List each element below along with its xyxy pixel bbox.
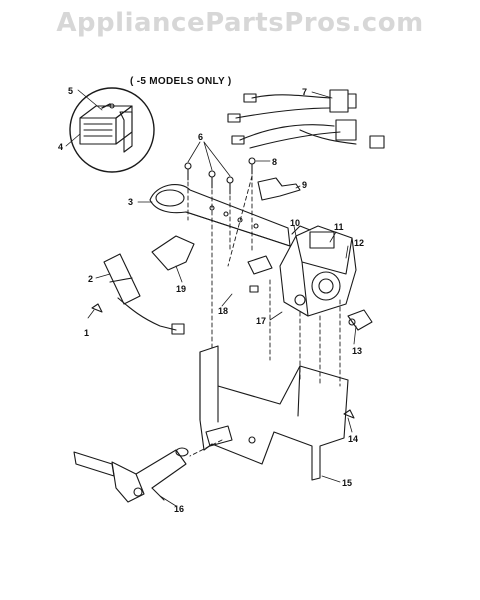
mounting-plate bbox=[199, 345, 349, 481]
callout-14: 14 bbox=[348, 434, 358, 444]
callout-9: 9 bbox=[302, 180, 307, 190]
clip-19 bbox=[151, 235, 195, 271]
screw-14 bbox=[343, 409, 355, 419]
callout-2: 2 bbox=[88, 274, 93, 284]
callout-19: 19 bbox=[176, 284, 186, 294]
callout-labels: 1 2 3 4 5 6 7 8 9 10 11 12 13 14 15 16 1… bbox=[58, 86, 364, 514]
alignment-lines bbox=[187, 175, 341, 457]
callout-5: 5 bbox=[68, 86, 73, 96]
callout-16: 16 bbox=[174, 504, 184, 514]
screws-group bbox=[184, 157, 256, 195]
callout-11: 11 bbox=[334, 222, 344, 232]
gas-valve bbox=[279, 225, 357, 317]
callout-10: 10 bbox=[290, 218, 300, 228]
callout-15: 15 bbox=[342, 478, 352, 488]
washer-18 bbox=[249, 285, 259, 293]
callout-7: 7 bbox=[302, 87, 307, 97]
fitting-13 bbox=[347, 309, 373, 331]
callout-8: 8 bbox=[272, 157, 277, 167]
callout-17: 17 bbox=[256, 316, 266, 326]
leader-lines bbox=[65, 89, 357, 507]
igniter-assembly bbox=[103, 253, 185, 335]
callout-4: 4 bbox=[58, 142, 63, 152]
callout-6: 6 bbox=[198, 132, 203, 142]
watermark-logo: AppliancePartsPros.com bbox=[56, 8, 424, 38]
burner-assembly bbox=[73, 447, 189, 503]
manifold-bracket bbox=[149, 184, 291, 247]
callout-1: 1 bbox=[84, 328, 89, 338]
callout-3: 3 bbox=[128, 197, 133, 207]
callout-12: 12 bbox=[354, 238, 364, 248]
inset-detail-circle bbox=[69, 87, 155, 173]
wiring-harness bbox=[227, 89, 385, 149]
clip-18 bbox=[247, 255, 273, 275]
bracket-9 bbox=[257, 177, 301, 201]
models-note: ( -5 MODELS ONLY ) bbox=[130, 76, 232, 87]
screw-1 bbox=[91, 303, 103, 313]
callout-18: 18 bbox=[218, 306, 228, 316]
callout-13: 13 bbox=[352, 346, 362, 356]
